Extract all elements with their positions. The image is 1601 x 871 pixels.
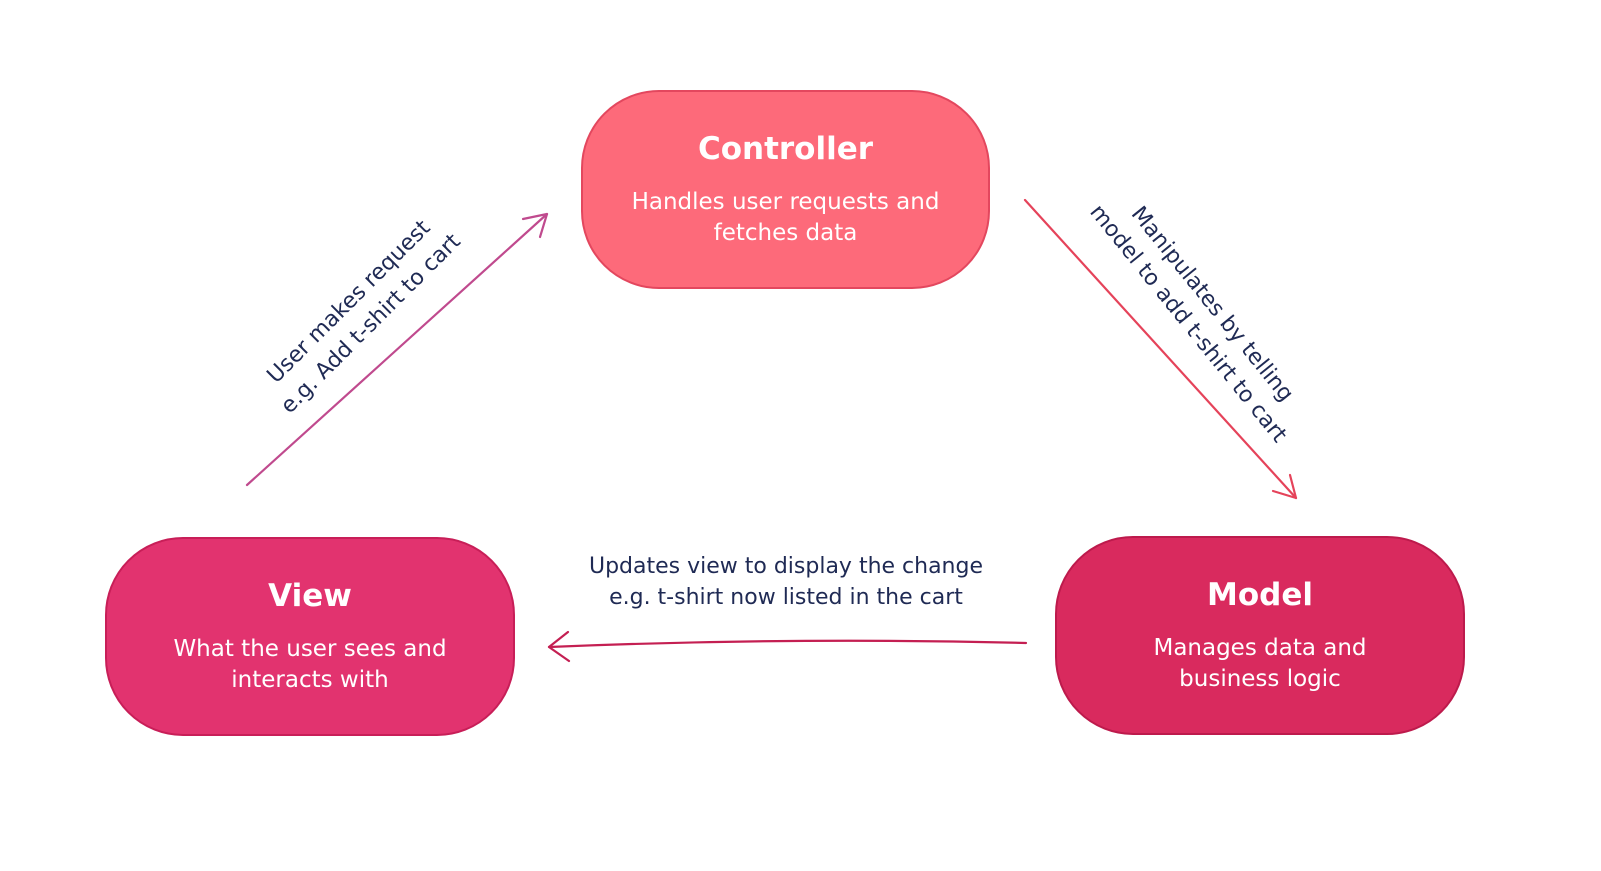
edge-label-model-to-view: Updates view to display the change e.g. … [588,554,984,610]
model-title: Model [1207,576,1313,613]
arrow-model-to-view-head [547,630,571,663]
arrow-view-to-controller-head [521,212,549,239]
view-title: View [268,577,352,614]
model-description: Manages data and business logic [1153,634,1367,692]
arrow-view-to-controller-line [245,212,549,487]
model-node: Model Manages data and business logic [1055,536,1465,735]
arrow-controller-to-model-head [1271,473,1298,500]
controller-description: Handles user requests and fetches data [631,188,940,246]
view-node: View What the user sees and interacts wi… [105,537,515,736]
controller-node: Controller Handles user requests and fet… [581,90,990,289]
arrow-view-to-controller [245,212,549,487]
arrow-controller-to-model [1023,198,1298,500]
view-description: What the user sees and interacts with [173,635,447,693]
arrow-model-to-view [547,630,1028,663]
arrow-model-to-view-line [547,639,1028,649]
arrow-controller-to-model-line [1023,198,1298,500]
controller-title: Controller [697,130,874,167]
